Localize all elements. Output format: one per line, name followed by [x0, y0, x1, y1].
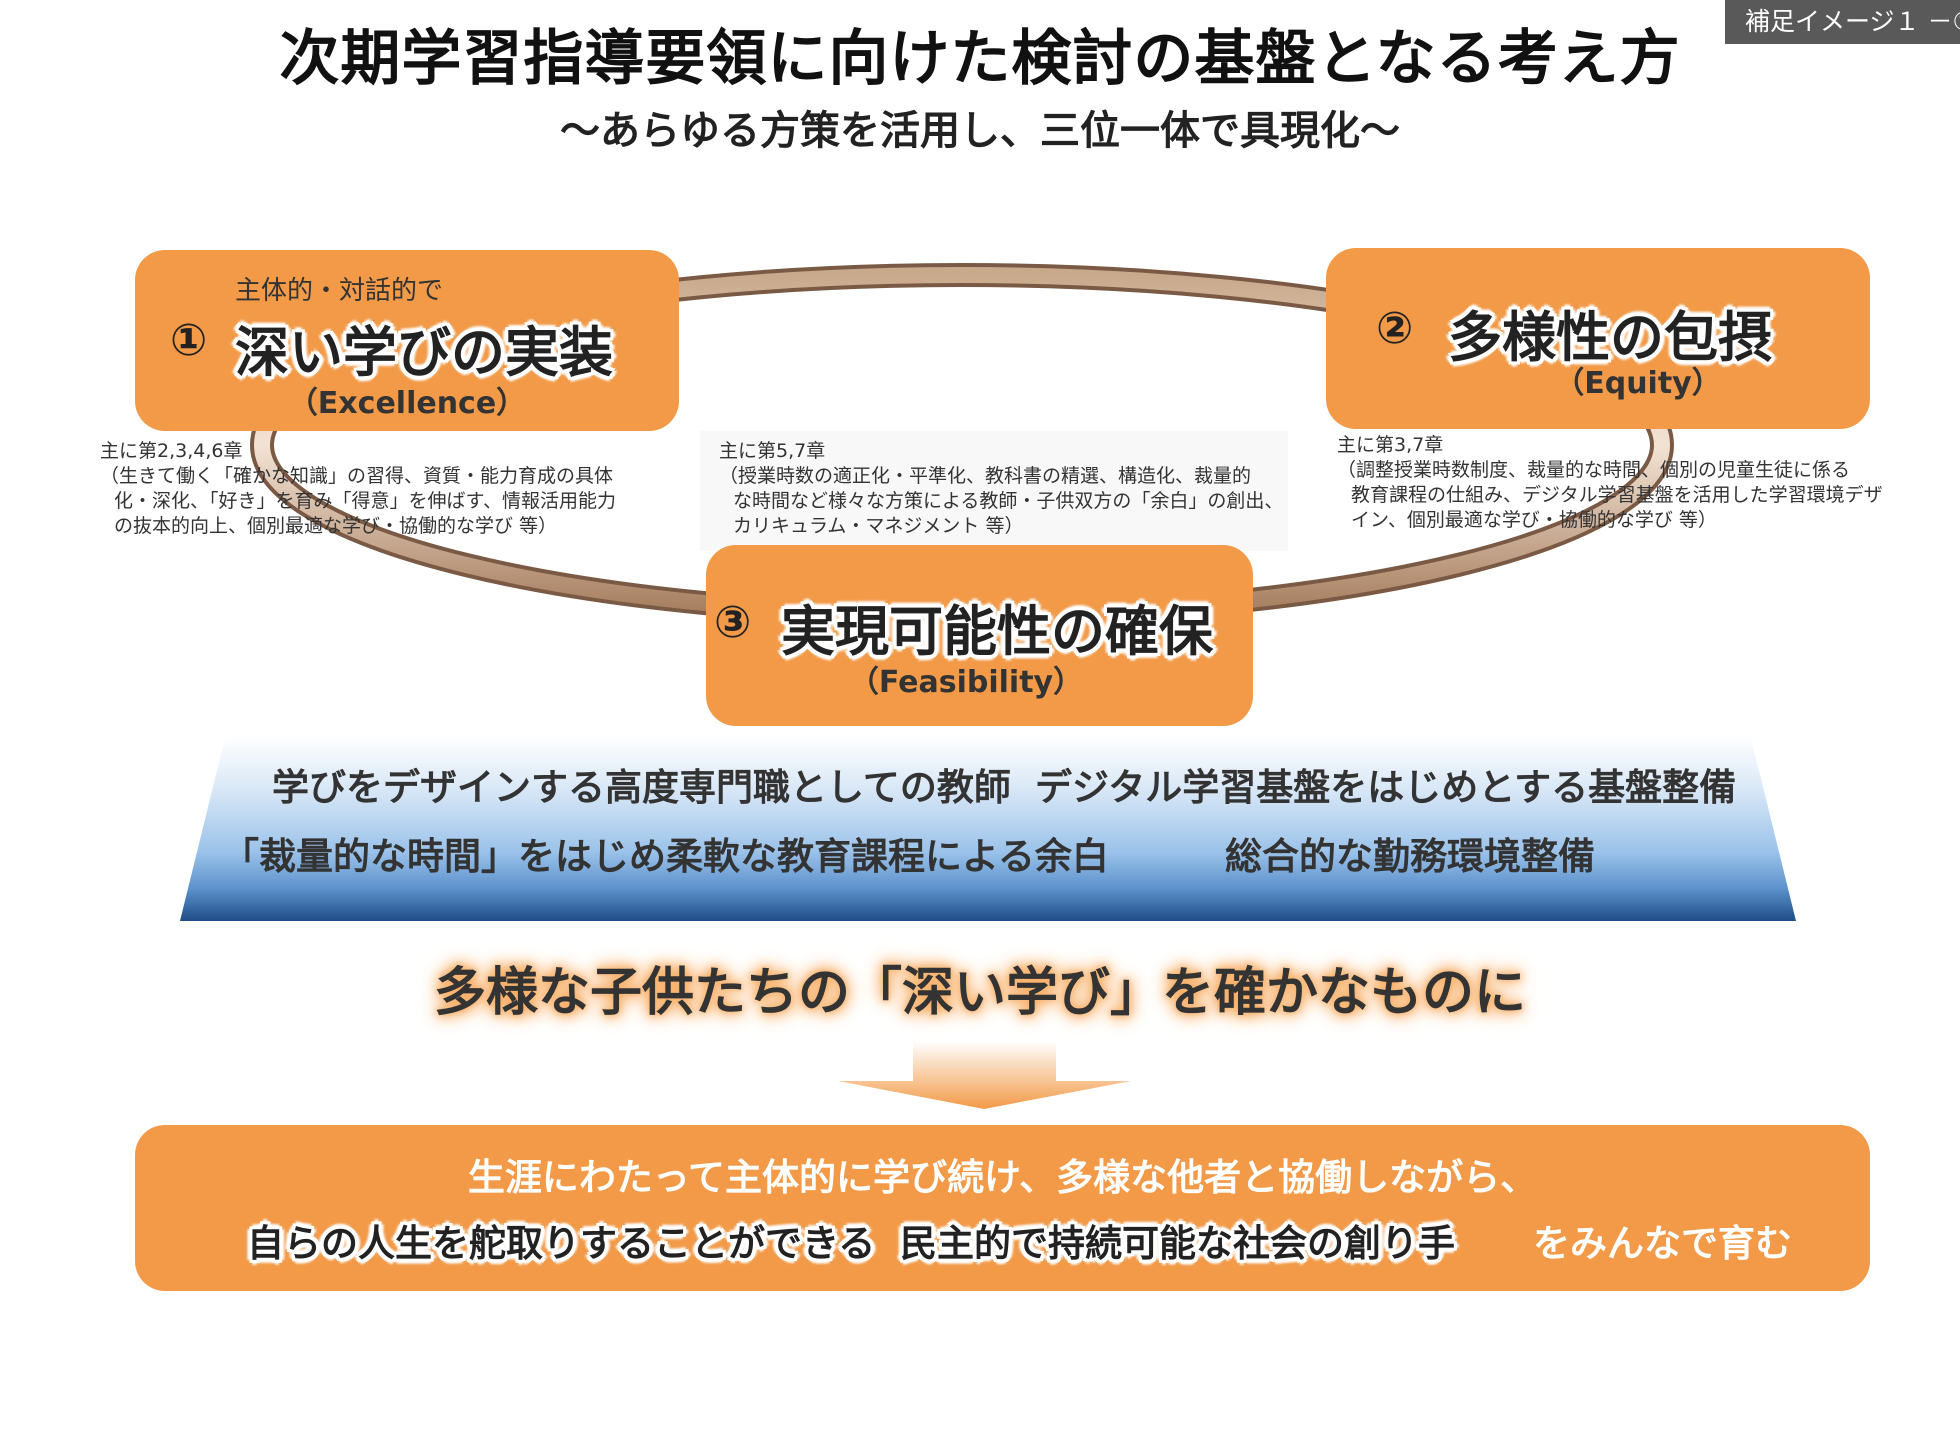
foundation-item: デジタル学習基盤をはじめとする基盤整備: [1035, 766, 1737, 809]
note-line: イン、個別最適な学び・協働的な学び 等）: [1351, 509, 1717, 531]
note-line: な時間など様々な方策による教師・子供双方の「余白」の創出、: [733, 490, 1284, 512]
outcome-line: 生涯にわたって主体的に学び続け、多様な他者と協働しながら、: [467, 1156, 1538, 1199]
pillar-english: （Excellence）: [287, 386, 527, 421]
pillar-english: （Feasibility）: [848, 665, 1084, 700]
down-arrow-icon: [838, 1041, 1131, 1109]
foundation-item: 学びをデザインする高度専門職としての教師: [272, 766, 1011, 809]
note-chapters: 主に第5,7章: [719, 440, 826, 462]
pillar-english: （Equity）: [1554, 366, 1722, 401]
outcome-item: 民主的で持続可能な社会の創り手: [900, 1222, 1455, 1265]
pillar-number: ②: [1376, 303, 1414, 354]
note-line: （授業時数の適正化・平準化、教科書の精選、構造化、裁量的: [719, 465, 1252, 487]
note-line: （生きて働く「確かな知識」の習得、資質・能力育成の具体: [100, 465, 614, 487]
outcome-item: 自らの人生を舵取りすることができる: [247, 1222, 876, 1265]
note-background: [700, 431, 1288, 551]
pillar-excellence: 主体的・対話的で ① 深い学びの実装 （Excellence）: [135, 250, 679, 431]
note-line: カリキュラム・マネジメント 等）: [733, 515, 1024, 537]
note-feasibility: 主に第5,7章 （授業時数の適正化・平準化、教科書の精選、構造化、裁量的 な時間…: [719, 439, 1283, 539]
pillar-title: 実現可能性の確保: [781, 600, 1213, 663]
pillar-title: 多様性の包摂: [1448, 306, 1772, 369]
note-line: の抜本的向上、個別最適な学び・協働的な学び 等）: [114, 515, 558, 537]
foundation-item: 「裁量的な時間」をはじめ柔軟な教育課程による余白: [222, 835, 1109, 878]
outcome-box: 生涯にわたって主体的に学び続け、多様な他者と協働しながら、 自らの人生を舵取りす…: [135, 1125, 1870, 1291]
pillar-title: 深い学びの実装: [235, 321, 613, 384]
goal-statement: 多様な子供たちの「深い学び」を確かなものに: [433, 963, 1526, 1023]
note-line: 化・深化、「好き」を育み「得意」を伸ばす、情報活用能力: [114, 490, 616, 512]
note-line: （調整授業時数制度、裁量的な時間、個別の児童生徒に係る: [1337, 459, 1851, 481]
pillar-number: ③: [714, 597, 752, 648]
page-title: 次期学習指導要領に向けた検討の基盤となる考え方: [279, 24, 1681, 94]
page-subtitle: ～あらゆる方策を活用し、三位一体で具現化～: [560, 108, 1400, 154]
pillar-number: ①: [170, 315, 208, 366]
foundation-platform: [180, 737, 1796, 921]
note-chapters: 主に第2,3,4,6章: [100, 440, 243, 462]
slide-tag: 補足イメージ１ －①: [1725, 0, 1960, 44]
pillar-equity: ② 多様性の包摂 （Equity）: [1326, 248, 1870, 429]
note-line: 教育課程の仕組み、デジタル学習基盤を活用した学習環境デザ: [1351, 484, 1883, 506]
note-excellence: 主に第2,3,4,6章 （生きて働く「確かな知識」の習得、資質・能力育成の具体 …: [100, 439, 616, 539]
outcome-tail: をみんなで育む: [1533, 1222, 1792, 1265]
note-equity: 主に第3,7章 （調整授業時数制度、裁量的な時間、個別の児童生徒に係る 教育課程…: [1337, 433, 1883, 533]
pillar-pre-label: 主体的・対話的で: [235, 276, 444, 306]
note-chapters: 主に第3,7章: [1337, 434, 1444, 456]
pillar-feasibility: ③ 実現可能性の確保 （Feasibility）: [706, 545, 1253, 726]
foundation-item: 総合的な勤務環境整備: [1225, 835, 1595, 878]
